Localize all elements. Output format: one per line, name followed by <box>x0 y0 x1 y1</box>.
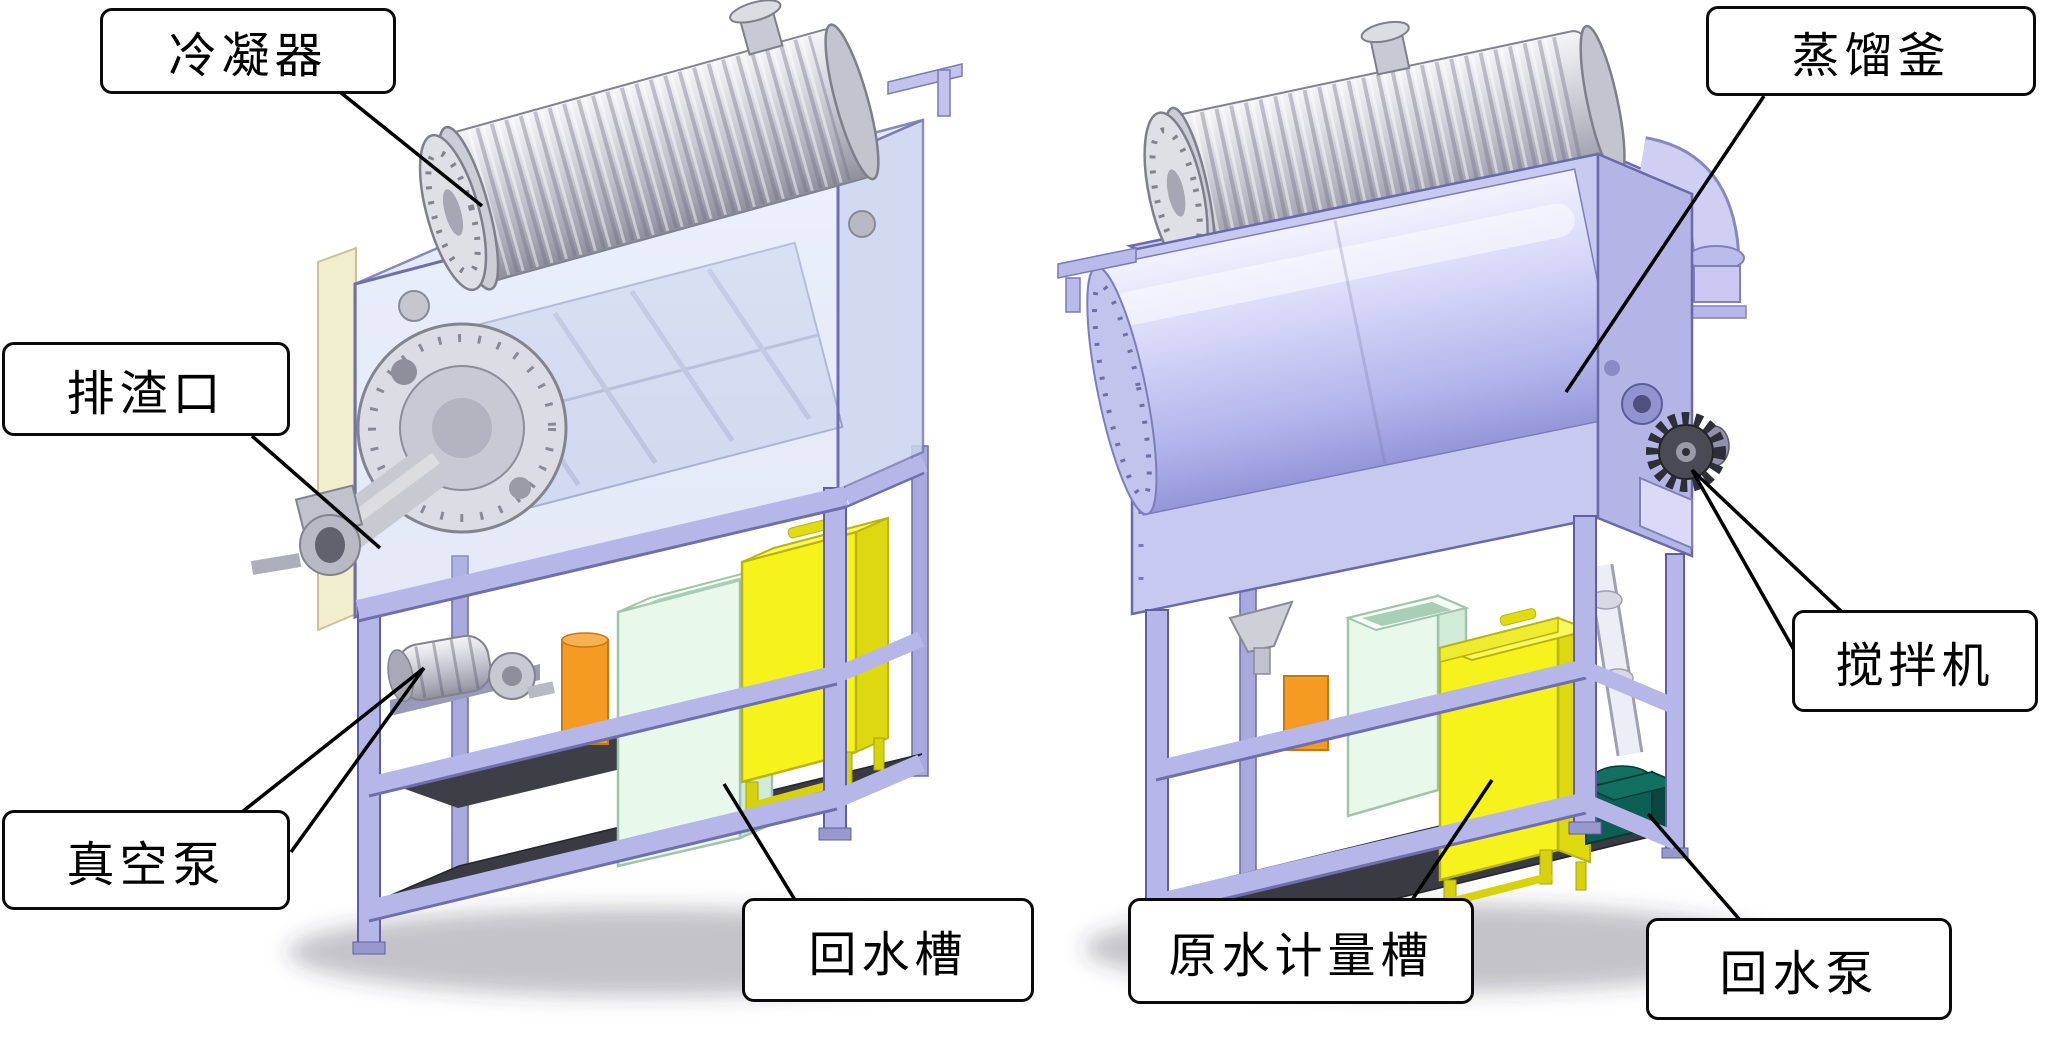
chamber-port <box>848 210 876 238</box>
kettle-cylinder <box>1086 168 1627 516</box>
condenser-cylinder <box>418 0 880 292</box>
leader-lines <box>240 90 1844 922</box>
label-vacuum-pump-text: 真空泵 <box>66 839 226 892</box>
label-agitator-text: 搅拌机 <box>1835 640 1995 693</box>
label-raw-water-metering-tank: 原水计量槽 <box>1128 898 1474 1004</box>
leader-vacuum-pump-2 <box>289 666 426 854</box>
top-bracket <box>887 63 963 117</box>
agitator-gear <box>1646 412 1726 492</box>
label-condenser: 冷凝器 <box>100 8 396 94</box>
left-frame <box>352 454 928 955</box>
label-agitator: 搅拌机 <box>1792 610 2038 712</box>
label-vacuum-pump: 真空泵 <box>2 810 290 910</box>
label-distillation-kettle: 蒸馏釜 <box>1706 6 2036 96</box>
label-condenser-text: 冷凝器 <box>168 30 328 83</box>
feed-funnel <box>1228 600 1329 751</box>
left-bracket <box>1057 247 1137 313</box>
label-return-water-pump: 回水泵 <box>1646 918 1952 1020</box>
leader-metering-tank <box>1410 779 1494 901</box>
chamber-port <box>398 290 430 322</box>
elbow-pipe <box>1637 136 1747 319</box>
leader-distillation-kettle <box>1564 95 1766 393</box>
leader-slag-outlet <box>250 434 382 550</box>
leader-agitator-2 <box>1690 468 1844 614</box>
leader-agitator-1 <box>1690 469 1796 651</box>
frame-back-leg <box>911 445 929 777</box>
label-slag-outlet-text: 排渣口 <box>66 368 226 421</box>
label-distillation-kettle-text: 蒸馏釜 <box>1791 30 1951 83</box>
gear-mount-plate <box>1639 476 1693 550</box>
label-slag-outlet: 排渣口 <box>2 342 290 436</box>
leader-return-water-pump <box>1646 812 1742 922</box>
label-return-water-pump-text: 回水泵 <box>1719 948 1879 1001</box>
left-machine <box>250 0 992 996</box>
label-raw-water-metering-tank-text: 原水计量槽 <box>1168 930 1434 983</box>
vacuum-pump-unit <box>387 634 555 716</box>
leader-vacuum-pump-1 <box>240 666 426 814</box>
side-port <box>1633 395 1651 413</box>
leader-return-water-tank <box>722 783 797 901</box>
label-return-water-tank: 回水槽 <box>742 898 1034 1002</box>
leader-condenser <box>338 90 484 208</box>
label-return-water-tank-text: 回水槽 <box>808 929 968 982</box>
frame-back-leg <box>451 555 469 887</box>
side-port-small <box>1604 360 1620 376</box>
